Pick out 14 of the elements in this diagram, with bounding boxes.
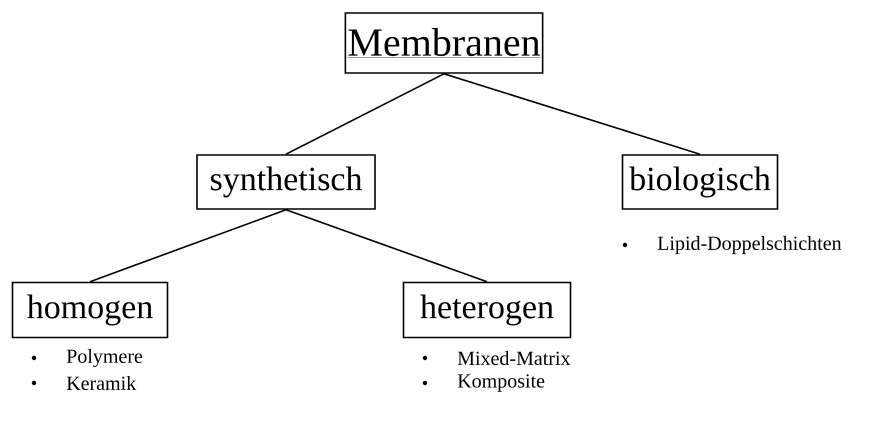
connector-line <box>444 73 700 155</box>
list-item: Polymere <box>66 348 142 368</box>
connector-line <box>90 209 286 282</box>
category-box: homogen <box>12 282 168 338</box>
connector-line <box>286 73 444 155</box>
list-item: Komposite <box>458 374 544 392</box>
category-box: heterogen <box>402 282 572 338</box>
list-item: Mixed-Matrix <box>458 350 570 366</box>
list-item: Lipid-Doppelschichten <box>658 236 842 254</box>
category-box: Membranen <box>344 12 544 74</box>
category-box: biologisch <box>622 154 778 210</box>
list-item: Keramik <box>66 376 136 390</box>
category-box: synthetisch <box>196 154 376 210</box>
connector-line <box>286 209 488 282</box>
